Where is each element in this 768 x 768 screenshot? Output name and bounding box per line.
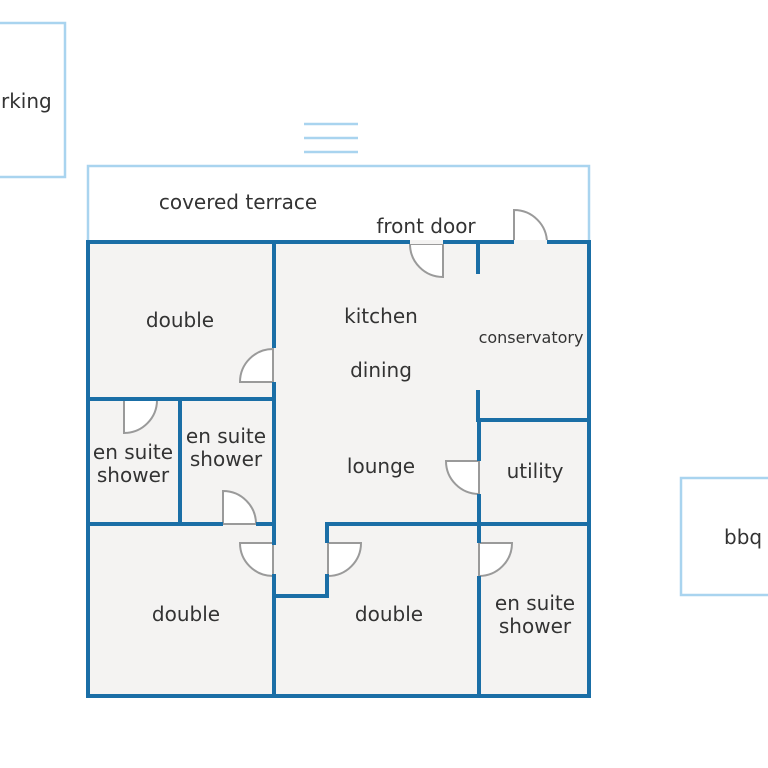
label-conservatory: conservatory: [479, 328, 584, 347]
label-en-suite-mid-2: shower: [190, 447, 263, 471]
label-double-bottom-mid: double: [355, 602, 423, 626]
door-swing-en-suite-mid: [222, 489, 258, 525]
bbq-outline: [679, 476, 768, 597]
door-swing-double-bottom-mid: [327, 542, 363, 578]
door-swing-en-suite-left: [123, 399, 159, 435]
label-en-suite-left-1: en suite: [93, 440, 173, 464]
label-en-suite-mid-1: en suite: [186, 424, 266, 448]
label-lounge: lounge: [347, 454, 415, 478]
outer-wall: [86, 240, 591, 698]
covered-terrace-outline: [86, 164, 591, 244]
label-front-door: front door: [376, 214, 476, 238]
label-utility: utility: [507, 459, 564, 483]
label-covered-terrace: covered terrace: [159, 190, 317, 214]
steps-icon: [304, 122, 358, 154]
label-kitchen: kitchen: [344, 304, 418, 328]
label-bbq: bbq: [724, 525, 762, 549]
label-en-suite-right-1: en suite: [495, 591, 575, 615]
door-swing-double-bottom-left: [238, 542, 274, 578]
walls: [86, 240, 591, 698]
label-double-bottom-left: double: [152, 602, 220, 626]
door-swing-double-top-left: [238, 347, 274, 383]
label-parking: rking: [1, 89, 52, 113]
label-en-suite-right-2: shower: [499, 614, 572, 638]
label-dining: dining: [350, 358, 412, 382]
house-floor: [88, 242, 589, 696]
door-swing-utility: [444, 460, 480, 496]
door-swing-front-door: [408, 243, 444, 279]
label-en-suite-left-2: shower: [97, 463, 170, 487]
door-swing-en-suite-right: [478, 542, 514, 578]
label-double-top-left: double: [146, 308, 214, 332]
parking-outline: [0, 21, 67, 179]
